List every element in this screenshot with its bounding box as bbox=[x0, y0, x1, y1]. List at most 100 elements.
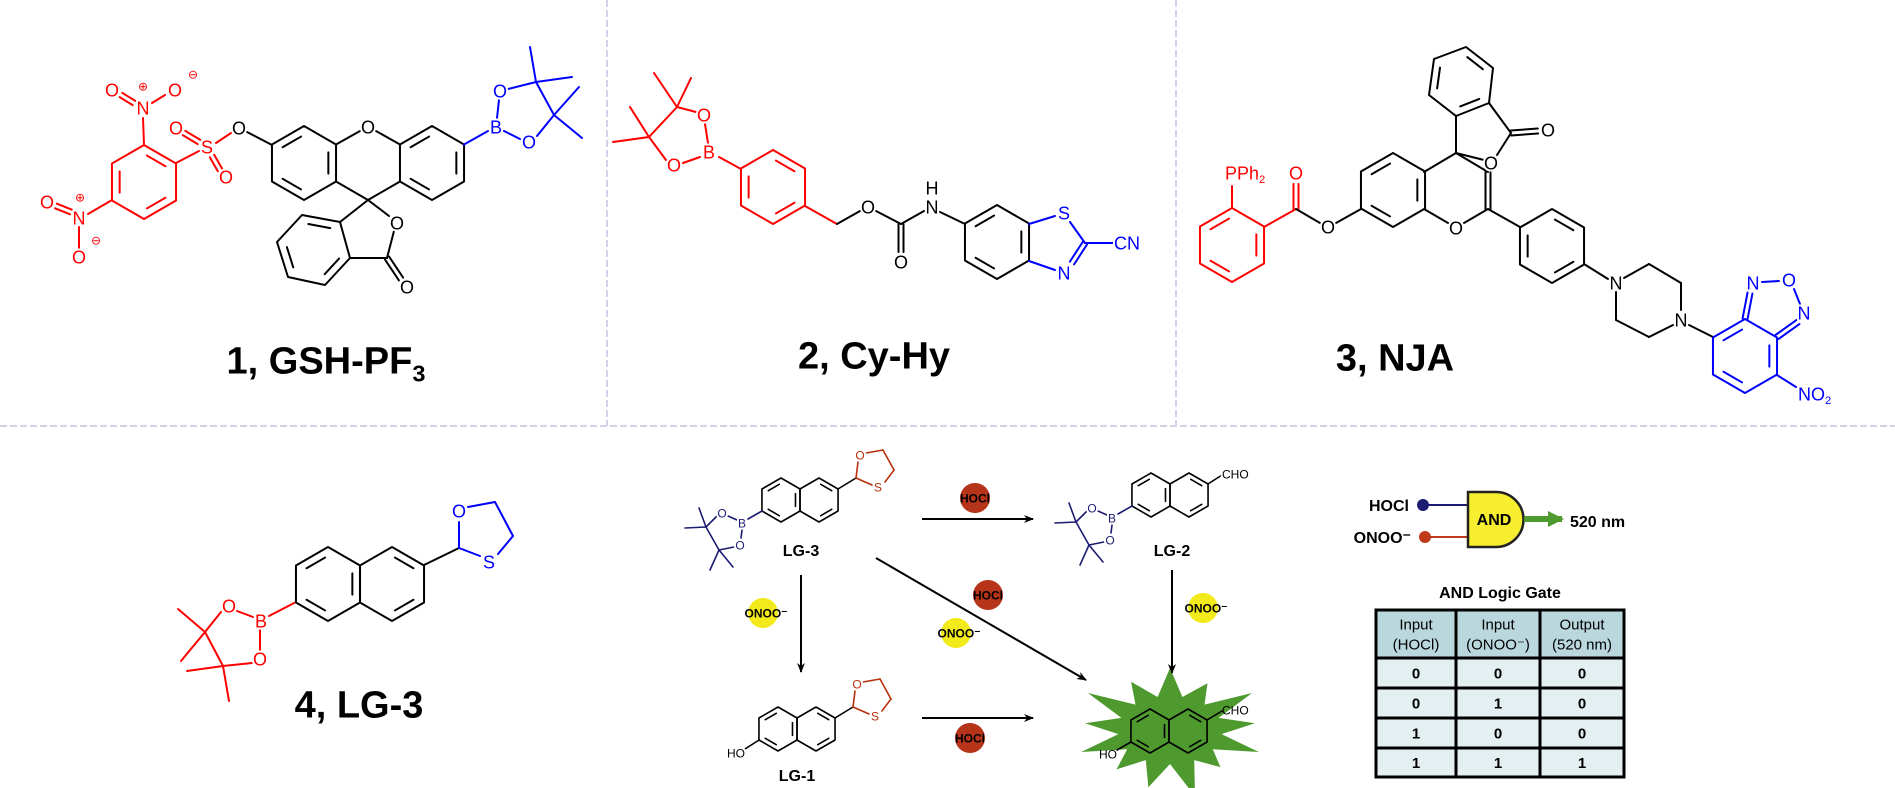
ring bbox=[739, 149, 807, 225]
bond bbox=[1136, 739, 1150, 748]
bond bbox=[305, 556, 327, 570]
bond bbox=[268, 601, 297, 617]
table-title: AND Logic Gate bbox=[1439, 585, 1561, 602]
bond bbox=[774, 159, 796, 173]
bond bbox=[875, 210, 902, 225]
atom-label: B bbox=[1108, 511, 1116, 525]
bond bbox=[1209, 259, 1231, 273]
bond bbox=[1777, 323, 1801, 341]
label-main: PPh bbox=[1225, 163, 1259, 183]
ring bbox=[358, 546, 426, 622]
bond bbox=[852, 706, 870, 715]
bond bbox=[175, 150, 200, 164]
bond bbox=[204, 631, 224, 667]
bond bbox=[285, 246, 295, 269]
ring bbox=[1711, 318, 1779, 394]
bond bbox=[1137, 503, 1151, 512]
onoo-reagent-ball bbox=[748, 598, 778, 628]
onoo-input-dot bbox=[1419, 531, 1431, 543]
bond bbox=[121, 91, 137, 102]
bond bbox=[900, 210, 925, 225]
table-cell-value: 0 bbox=[1578, 665, 1586, 682]
ring bbox=[1198, 207, 1266, 283]
bond bbox=[862, 678, 881, 683]
bond bbox=[463, 130, 489, 146]
atom-label: O bbox=[168, 80, 182, 100]
bond bbox=[1463, 208, 1489, 224]
atom-label: CHO bbox=[1222, 467, 1249, 481]
bond bbox=[1068, 502, 1077, 523]
ring bbox=[963, 204, 1031, 280]
bond bbox=[653, 72, 678, 108]
bond bbox=[388, 255, 405, 279]
bond bbox=[383, 258, 400, 282]
bond bbox=[1295, 208, 1321, 224]
bond bbox=[852, 690, 856, 708]
atom-label: O bbox=[222, 596, 236, 616]
label-subscript: 2 bbox=[1825, 395, 1831, 407]
table-cell-value: 0 bbox=[1578, 695, 1586, 712]
table-header-text: (ONOO⁻) bbox=[1466, 636, 1530, 653]
bond bbox=[323, 257, 341, 276]
compound-2-title: 2, Cy-Hy bbox=[798, 336, 950, 378]
bond bbox=[503, 130, 521, 140]
atom-label: S bbox=[483, 552, 495, 572]
atom-label: S bbox=[871, 709, 879, 723]
atom-label: S bbox=[1058, 203, 1070, 223]
atom-label: O bbox=[522, 132, 536, 152]
bond bbox=[718, 549, 734, 568]
table-cell bbox=[1538, 746, 1626, 779]
bond bbox=[507, 81, 537, 90]
bond bbox=[1615, 319, 1650, 338]
bond bbox=[529, 46, 537, 83]
bond bbox=[246, 131, 273, 146]
atom-label: S bbox=[874, 480, 882, 494]
atom-label: N bbox=[73, 208, 86, 228]
bond bbox=[767, 508, 781, 517]
bond bbox=[1722, 370, 1744, 384]
onoo-reagent-ball bbox=[941, 618, 971, 648]
atom-label: O bbox=[219, 167, 233, 187]
bond bbox=[423, 547, 460, 566]
bond bbox=[804, 205, 838, 225]
bond bbox=[1455, 152, 1489, 173]
compound-4-title: 4, LG-3 bbox=[295, 685, 424, 727]
bond bbox=[1436, 66, 1442, 90]
bond bbox=[1068, 240, 1084, 263]
bond bbox=[1774, 318, 1798, 336]
bond bbox=[1079, 544, 1090, 566]
atom-label: O bbox=[1105, 533, 1114, 547]
bond bbox=[1459, 97, 1481, 108]
atom-label: O bbox=[361, 117, 375, 137]
atom-label: O bbox=[232, 118, 246, 138]
bond bbox=[884, 469, 895, 483]
atom-label: O bbox=[1782, 270, 1796, 290]
bond bbox=[281, 135, 303, 149]
bond bbox=[181, 134, 199, 146]
hocl-input-dot bbox=[1417, 499, 1429, 511]
bond bbox=[727, 515, 738, 521]
ring bbox=[1518, 208, 1586, 284]
bond bbox=[974, 214, 996, 228]
bond bbox=[535, 76, 573, 83]
bond bbox=[386, 230, 395, 259]
bond bbox=[1188, 739, 1202, 748]
atom-label: B bbox=[255, 611, 267, 631]
bond bbox=[375, 130, 401, 146]
bond bbox=[939, 211, 966, 225]
onoo-reagent-label: ONOO⁻ bbox=[1184, 601, 1227, 615]
table-cell bbox=[1538, 656, 1626, 690]
bond bbox=[553, 86, 580, 116]
bond bbox=[764, 712, 778, 721]
lg2-label: LG-2 bbox=[1154, 543, 1191, 560]
bond bbox=[458, 547, 481, 557]
table-header-text: (520 nm) bbox=[1552, 636, 1612, 653]
table-header-text: Output bbox=[1559, 616, 1605, 633]
bond bbox=[204, 611, 222, 633]
atom-label: ⊕ bbox=[75, 190, 85, 204]
atom-label: O bbox=[852, 677, 861, 691]
gate-input-hocl: HOCl bbox=[1369, 498, 1409, 515]
bond bbox=[881, 698, 892, 712]
bond bbox=[1054, 521, 1077, 524]
atom-label: HO bbox=[1099, 747, 1117, 761]
